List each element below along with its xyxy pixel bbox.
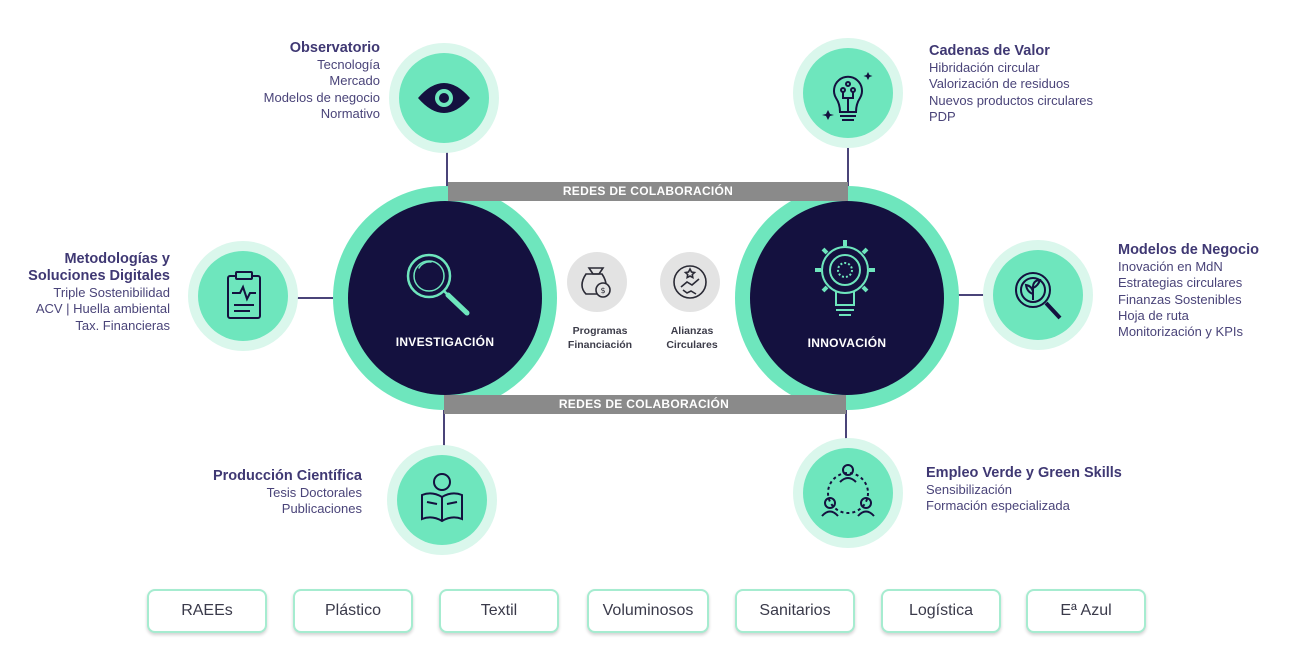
- metodologias-item: Tax. Financieras: [75, 317, 170, 333]
- magnifier-icon: [406, 253, 470, 316]
- empleo-item: Sensibilización: [926, 482, 1012, 497]
- modelos-item: Finanzas Sostenibles: [1118, 291, 1242, 307]
- produccion-title: Producción Científica: [212, 468, 362, 484]
- observatorio-item: Normativo: [320, 105, 380, 121]
- cadenas-item: Hibridación circular: [929, 60, 1040, 75]
- innovacion-label: INNOVACIÓN: [807, 336, 887, 350]
- alianzas-icon-bg: [660, 252, 720, 312]
- alianzas-line2: Circulares: [666, 338, 718, 351]
- empleo-title: Empleo Verde y Green Skills: [926, 465, 1122, 481]
- produccion-item: Publicaciones: [281, 501, 362, 517]
- sector-pill-plastico[interactable]: Plástico: [293, 589, 413, 633]
- satellite-circles: [188, 38, 1093, 555]
- money-bag-icon: $: [581, 267, 611, 298]
- right-hub-circle: [750, 201, 944, 395]
- empleo-block: Empleo Verde y Green Skills Sensibilizac…: [926, 465, 1166, 515]
- observatorio-block: Observatorio Tecnología Mercado Modelos …: [200, 40, 380, 122]
- sector-pill-logistica[interactable]: Logística: [881, 589, 1001, 633]
- svg-text:$: $: [600, 286, 605, 295]
- observatorio-item: Tecnología: [317, 57, 380, 72]
- modelos-block: Modelos de Negocio Inovación en MdN Estr…: [1118, 242, 1298, 340]
- modelos-item: Estrategias circulares: [1118, 275, 1243, 291]
- top-collab-bar: [448, 182, 848, 201]
- metodologias-title-line2: Soluciones Digitales: [28, 268, 170, 284]
- people-network-icon: [821, 464, 875, 517]
- modelos-title: Modelos de Negocio: [1118, 242, 1259, 258]
- metodologias-item: ACV | Huella ambiental: [35, 301, 170, 317]
- eye-icon: [418, 83, 470, 113]
- sector-pill-raees[interactable]: RAEEs: [147, 589, 267, 633]
- cadenas-title: Cadenas de Valor: [929, 43, 1050, 59]
- sector-pill-sanitarios[interactable]: Sanitarios: [735, 589, 855, 633]
- observatorio-title: Observatorio: [289, 40, 380, 56]
- programas-line2: Financiación: [567, 338, 633, 351]
- modelos-item: Inovación en MdN: [1118, 259, 1223, 274]
- sector-pill-textil[interactable]: Textil: [439, 589, 559, 633]
- handshake-icon: [673, 265, 707, 299]
- cadenas-item: Nuevos productos circulares: [929, 92, 1094, 108]
- produccion-block: Producción Científica Tesis Doctorales P…: [150, 468, 362, 518]
- left-hub-circle: [348, 201, 542, 395]
- reader-book-icon: [421, 473, 463, 523]
- programas-line1: Programas: [572, 325, 628, 337]
- empleo-item: Formación especializada: [926, 498, 1070, 514]
- metodologias-block: Metodologías y Soluciones Digitales Trip…: [4, 251, 170, 334]
- top-collab-label: REDES DE COLABORACIÓN: [562, 184, 734, 198]
- cadenas-item: PDP: [929, 108, 956, 124]
- cadenas-item: Valorización de residuos: [929, 76, 1070, 92]
- cadenas-block: Cadenas de Valor Hibridación circular Va…: [929, 43, 1149, 125]
- gear-bulb-icon: [815, 240, 875, 316]
- modelos-item: Hoja de ruta: [1118, 307, 1189, 323]
- programas-label: Programas Financiación: [555, 325, 645, 352]
- sector-pill-voluminosos[interactable]: Voluminosos: [587, 589, 709, 633]
- programas-icon-bg: [567, 252, 627, 312]
- metodologias-item: Triple Sostenibilidad: [53, 285, 170, 300]
- alianzas-line1: Alianzas: [670, 325, 714, 337]
- alianzas-label: Alianzas Circulares: [647, 325, 737, 352]
- modelos-item: Monitorización y KPIs: [1118, 324, 1243, 340]
- investigacion-label: INVESTIGACIÓN: [395, 335, 495, 349]
- observatorio-item: Modelos de negocio: [263, 89, 380, 105]
- bottom-collab-bar: [444, 395, 846, 414]
- observatorio-item: Mercado: [329, 73, 380, 89]
- produccion-item: Tesis Doctorales: [266, 485, 362, 500]
- bottom-collab-label: REDES DE COLABORACIÓN: [558, 397, 730, 411]
- leaf-magnifier-icon: [1015, 272, 1062, 320]
- clipboard-pulse-icon: [227, 271, 261, 319]
- lightbulb-circuit-icon: [822, 72, 873, 121]
- metodologias-title-line1: Metodologías y: [64, 251, 170, 267]
- sector-pill-azul[interactable]: Eª Azul: [1026, 589, 1146, 633]
